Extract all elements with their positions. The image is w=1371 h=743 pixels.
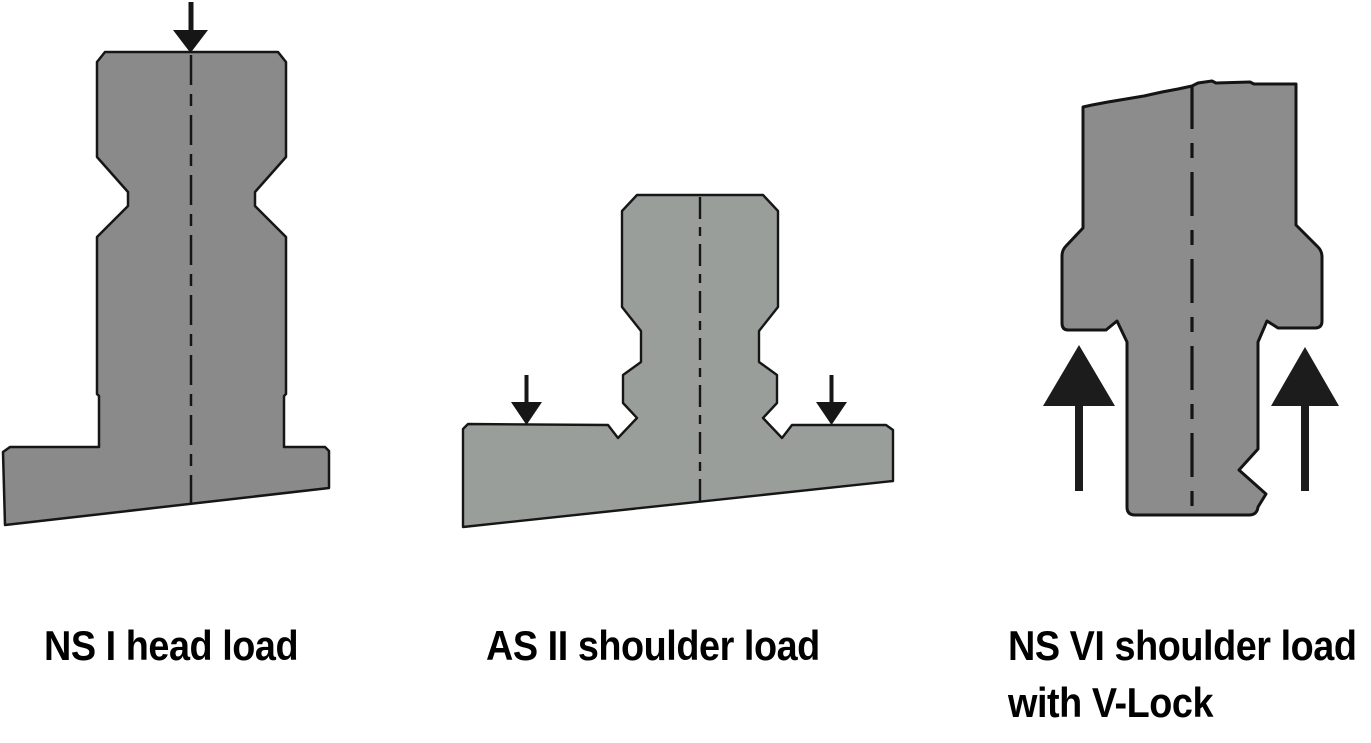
down-arrow-icon — [816, 375, 847, 425]
figure-caption-ns6-line2: with V-Lock — [1008, 679, 1214, 726]
down-arrow-icon — [511, 375, 542, 425]
up-arrow-icon — [1271, 347, 1339, 491]
figure-as2-shoulder-load — [461, 193, 895, 529]
down-arrow-icon — [173, 2, 208, 53]
punch-profile — [1, 50, 331, 527]
figure-ns6-vlock — [1043, 79, 1339, 517]
punch-profile — [461, 193, 895, 529]
up-arrow-icon — [1043, 345, 1115, 491]
figure-caption-ns6-line1: NS VI shoulder load — [1008, 622, 1357, 669]
figure-caption-ns1: NS I head load — [44, 622, 299, 669]
figure-ns1-head-load — [1, 2, 331, 527]
figure-caption-ns6: NS VI shoulder load with V-Lock — [1008, 617, 1357, 731]
figure-caption-as2: AS II shoulder load — [486, 622, 820, 669]
